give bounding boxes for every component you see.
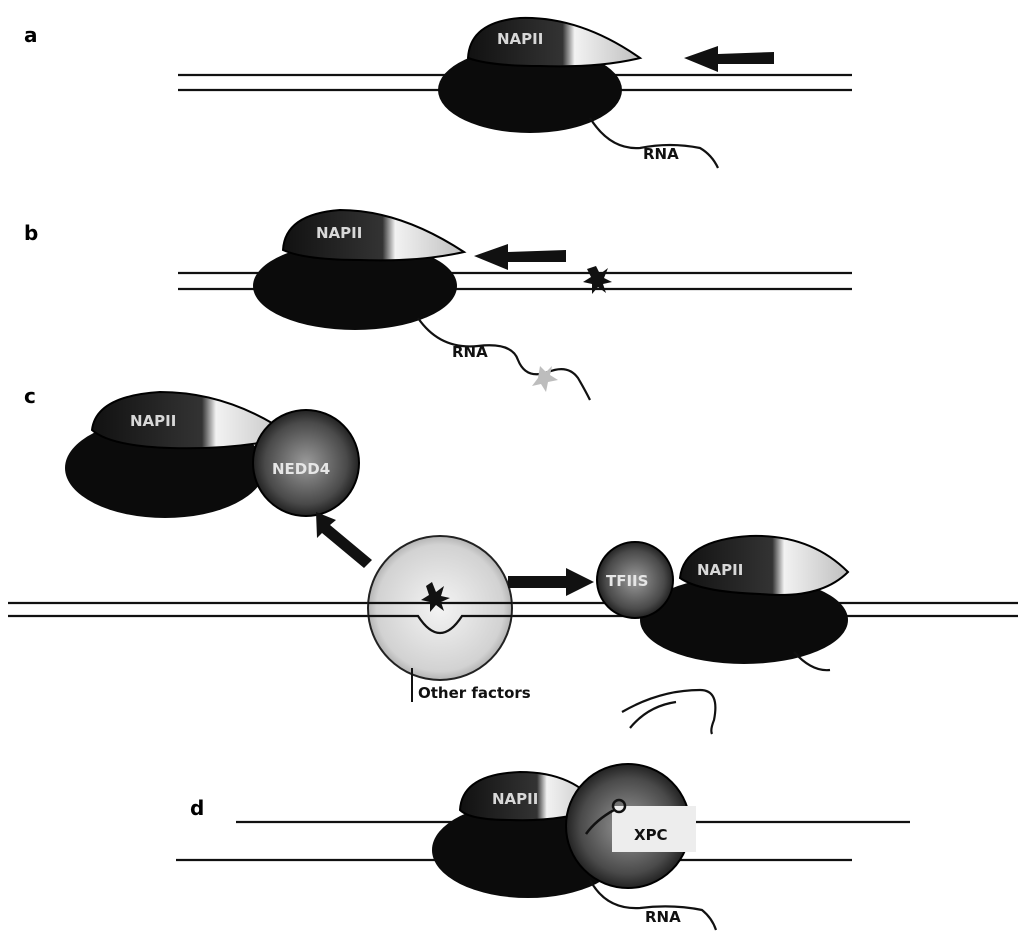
released-polymerase: NAPII NEDD4 [65,390,360,518]
polymerase-clamp [466,16,643,68]
tfiis-label: TFIIS [606,572,648,590]
polymerase-body [640,576,848,664]
polymerase-label: NAPII [316,224,362,242]
rna-strand [793,651,831,672]
panel-c: c NAPII NEDD4 Other factors NAP [8,384,1018,735]
xpc-label: XPC [634,826,668,844]
polymerase-label: NAPII [130,412,176,430]
polymerase-label: NAPII [492,790,538,808]
dna-lesion-icon [583,266,612,294]
polymerase-clamp [678,534,850,597]
panel-label-d: d [190,796,204,820]
rna-fragment-b [629,700,677,729]
panel-d: d NAPII XPC RNA [176,763,910,931]
panel-label-c: c [24,384,36,408]
rna-fragment-a [621,688,717,735]
arrow-to-restart [508,568,594,596]
rna-strand [589,879,718,931]
panel-label-b: b [24,221,38,245]
polymerase-body [438,47,622,133]
polymerase-label: NAPII [497,30,543,48]
polymerase-body [253,242,457,330]
panel-a: a NAPII RNA [24,16,852,169]
repair-complex: Other factors [367,535,531,702]
rna-label: RNA [452,343,488,361]
restarting-polymerase: NAPII TFIIS [596,534,850,735]
polymerase-clamp [281,208,467,262]
panel-label-a: a [24,23,38,47]
lesion-marker-icon [611,798,627,814]
dna-lesion-icon [421,582,450,612]
factors-label: Other factors [418,684,531,702]
polymerase-label: NAPII [697,561,743,579]
direction-arrow [474,244,566,270]
rna-label: RNA [643,145,679,163]
rna-damage-icon [532,366,558,392]
lesion-link [584,808,615,835]
rna-strand [589,117,719,169]
xpc-highlight [612,806,696,852]
nedd4-protein [252,409,360,517]
rna-label: RNA [645,908,681,926]
dna-bubble [368,614,512,634]
arrow-to-degradation [316,512,372,568]
direction-arrow [684,46,774,72]
nedd4-label: NEDD4 [272,460,330,478]
panel-b: b NAPII RNA [24,208,852,401]
rna-strand [417,317,591,401]
tfiis-protein [596,541,674,619]
